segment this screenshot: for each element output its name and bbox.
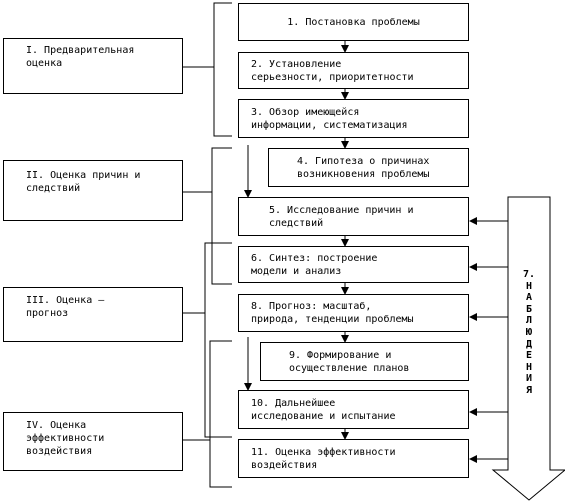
step-8-box: 8. Прогноз: масштаб, природа, тенденции … — [238, 294, 469, 332]
phase-1-box: I. Предварительная оценка — [3, 38, 183, 94]
step-4-box: 4. Гипотеза о причинах возникновения про… — [268, 148, 469, 187]
step-6-box: 6. Синтез: построение модели и анализ — [238, 246, 469, 283]
bracket-phase-2 — [211, 147, 232, 285]
observation-arrow — [491, 196, 565, 501]
step-2-box: 2. Установление серьезности, приоритетно… — [238, 52, 469, 89]
phase-3-box: III. Оценка – прогноз — [3, 287, 183, 342]
step-1-box: 1. Постановка проблемы — [238, 3, 469, 41]
step-3-box: 3. Обзор имеющейся информации, системати… — [238, 99, 469, 138]
step-11-box: 11. Оценка эффективности воздействия — [238, 439, 469, 478]
bracket-phase-3 — [204, 242, 232, 438]
bracket-phase-1 — [213, 2, 232, 137]
step-10-box: 10. Дальнейшее исследование и испытание — [238, 390, 469, 429]
bracket-phase-4 — [209, 340, 232, 488]
phase-2-box: II. Оценка причин и следствий — [3, 160, 183, 221]
step-5-box: 5. Исследование причин и следствий — [238, 197, 469, 236]
step-9-box: 9. Формирование и осуществление планов — [260, 342, 469, 381]
observation-label: 7. Н А Б Л Ю Д Е Н И Я — [522, 269, 536, 396]
phase-4-box: IV. Оценка эффективности воздействия — [3, 412, 183, 471]
